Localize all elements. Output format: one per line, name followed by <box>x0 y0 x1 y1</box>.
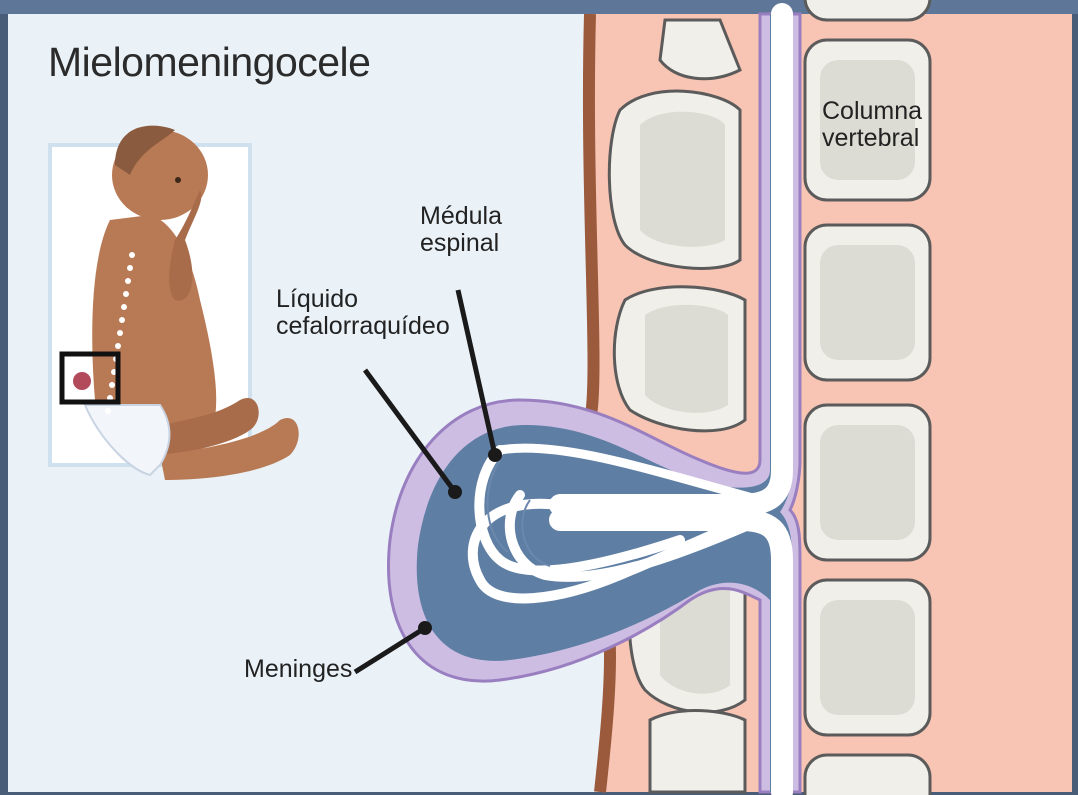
label-medula-espinal: Médula espinal <box>420 203 502 257</box>
label-medula-line2: espinal <box>420 230 502 257</box>
label-liquido-line2: cefalorraquídeo <box>276 313 450 340</box>
label-columna-line1: Columna <box>822 98 922 125</box>
label-medula-line1: Médula <box>420 203 502 230</box>
label-columna-vertebral: Columna vertebral <box>822 98 922 152</box>
diagram-title: Mielomeningocele <box>48 40 370 84</box>
label-meninges: Meninges <box>244 656 352 683</box>
label-liquido-line1: Líquido <box>276 286 450 313</box>
label-columna-line2: vertebral <box>822 125 922 152</box>
label-liquido-cefalorraquideo: Líquido cefalorraquídeo <box>276 286 450 340</box>
